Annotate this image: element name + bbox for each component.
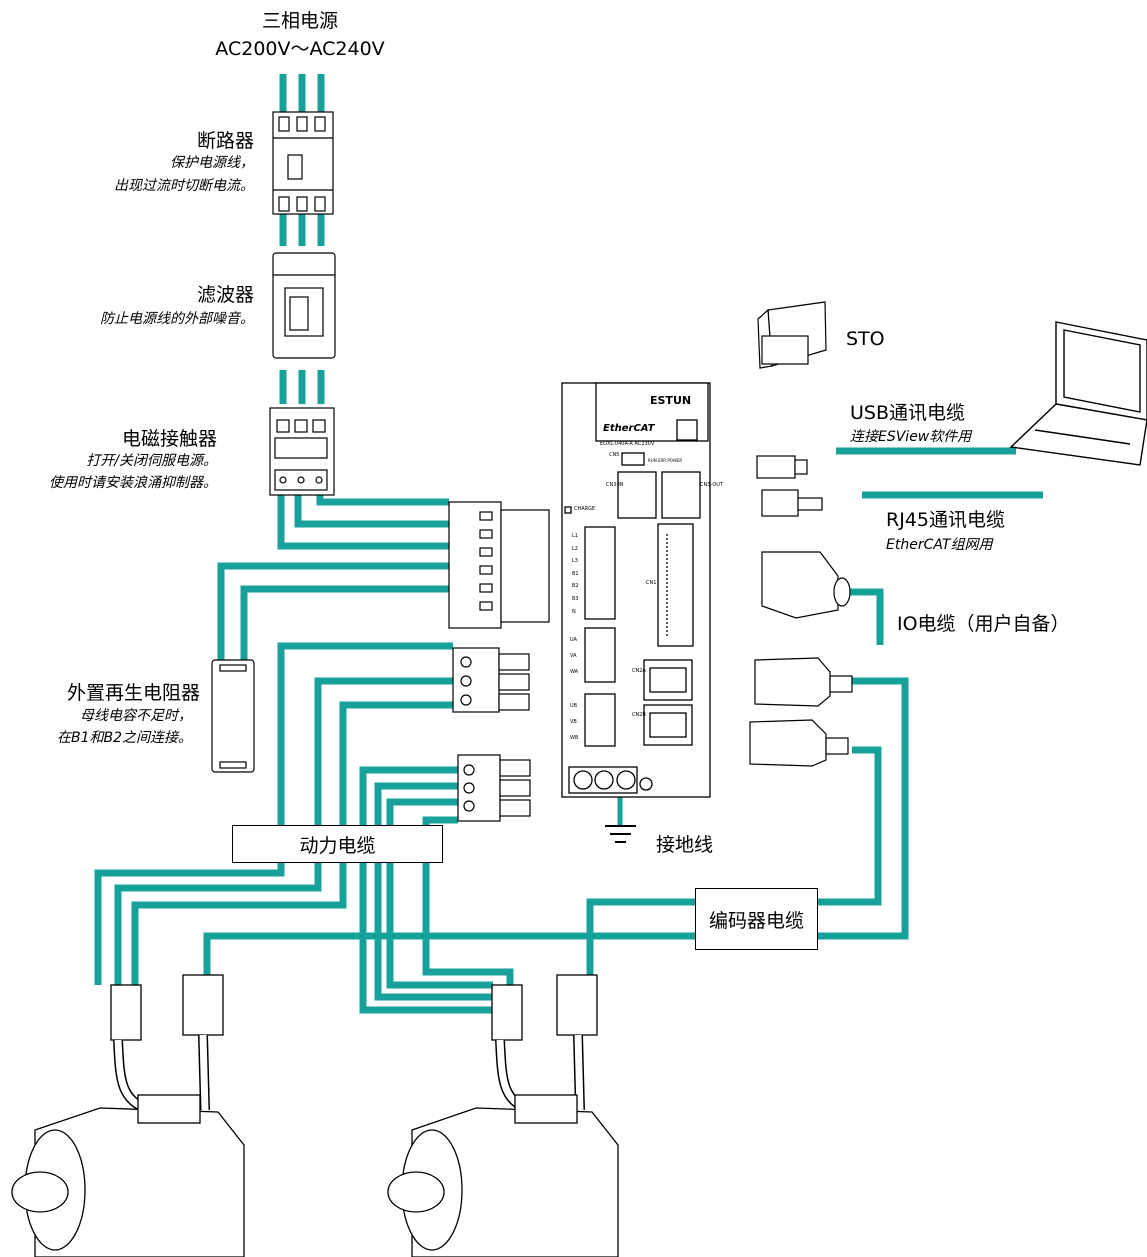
power-source-title: 三相电源: [261, 10, 338, 32]
drive-cn5-label: CN5: [609, 452, 620, 458]
resistor-desc-2: 在B1和B2之间连接。: [56, 730, 192, 746]
terminal-label: L1: [572, 533, 578, 539]
io-cable-title: IO电缆（用户自备）: [897, 613, 1070, 635]
terminal-label: B2: [572, 583, 579, 590]
regen-resistor-icon: [211, 659, 255, 773]
contactor-desc-2: 使用时请安装浪涌抑制器。: [49, 475, 217, 491]
drive-cn2b-label: CN2B: [632, 712, 646, 718]
servo-drive-icon: [561, 382, 711, 798]
encoder-cable-label: 编码器电缆: [708, 909, 804, 932]
breaker-desc-2: 出现过流时切断电流。: [114, 178, 254, 194]
io-line: [850, 588, 884, 645]
drive-charge-label: CHARGE: [574, 506, 596, 512]
contactor-output-lines: [277, 495, 449, 550]
breaker-title: 断路器: [196, 130, 254, 152]
contactor-title: 电磁接触器: [121, 428, 217, 450]
usb-desc: 连接ESView软件用: [850, 429, 972, 445]
terminal-label: WB: [570, 735, 579, 741]
terminal-label: B1: [572, 570, 579, 577]
ground-title: 接地线: [656, 834, 714, 856]
drive-mains-terminal-labels: L1 L2 L3 B1 B2 B3 N: [572, 530, 582, 618]
motor-a-terminal-plug-icon: [452, 647, 530, 713]
drive-status-leds: RUN ERR POWER: [648, 458, 683, 463]
drive-model: EDXL-040A-A AC230V: [600, 441, 655, 447]
encoder-cable-box: 编码器电缆: [695, 888, 818, 950]
rj45-plug-icon: [761, 489, 823, 517]
usb-plug-icon: [756, 455, 808, 479]
drive-brand: ESTUN: [650, 394, 692, 407]
power-feed-lines: [279, 74, 325, 404]
rj45-title: RJ45通讯电缆: [886, 509, 1005, 531]
power-cable-label: 动力电缆: [299, 834, 376, 857]
filter-desc: 防止电源线的外部噪音。: [100, 311, 254, 327]
motor-a-power-lines: [94, 642, 453, 985]
breaker-desc-1: 保护电源线，: [170, 155, 254, 171]
drive-cn1-label: CN1: [646, 580, 657, 586]
encoder-connector-b-icon: [749, 719, 849, 767]
servo-motor-b-icon: [387, 974, 619, 1257]
rj45-desc: EtherCAT组网用: [886, 537, 993, 553]
drive-cn3-out-label: CN3-OUT: [700, 482, 724, 488]
magnetic-contactor-icon: [269, 407, 335, 496]
encoder-connector-a-icon: [754, 657, 853, 707]
ground-symbol: [605, 787, 645, 843]
power-cable-box: 动力电缆: [232, 825, 443, 863]
resistor-desc-1: 母线电容不足时，: [80, 708, 192, 724]
io-connector-icon: [761, 551, 851, 619]
terminal-label: N: [572, 608, 576, 615]
contactor-desc-1: 打开/关闭伺服电源。: [86, 453, 217, 469]
servo-motor-a-icon: [11, 974, 245, 1257]
terminal-label: UB: [570, 703, 578, 709]
usb-title: USB通讯电缆: [850, 402, 966, 424]
circuit-breaker-icon: [272, 111, 334, 215]
noise-filter-icon: [272, 252, 336, 359]
teal-cables: [94, 74, 1043, 1014]
drive-uvw-a-labels: UA VA WA: [570, 632, 582, 680]
motor-b-terminal-plug-icon: [457, 754, 531, 822]
terminal-label: B3: [572, 595, 579, 602]
sto-title: STO: [846, 328, 885, 350]
terminal-label: VB: [570, 719, 577, 725]
terminal-label: VA: [570, 653, 577, 659]
drive-cn2a-label: CN2A: [632, 668, 646, 674]
motor-b-power-lines: [359, 766, 514, 1014]
power-source-spec: AC200V～AC240V: [215, 38, 385, 60]
drive-fieldbus-logo: EtherCAT: [603, 423, 655, 434]
regen-resistor-lines: [217, 562, 449, 660]
encoder-lines: [203, 677, 909, 975]
terminal-label: L2: [572, 545, 578, 552]
terminal-label: L3: [572, 558, 578, 565]
resistor-title: 外置再生电阻器: [66, 682, 200, 704]
terminal-label: WA: [570, 669, 579, 675]
drive-uvw-b-labels: UB VB WB: [570, 698, 582, 746]
mains-terminal-plug-icon: [448, 501, 550, 629]
drive-cn3-in-label: CN3-IN: [606, 482, 624, 488]
sto-connector-icon: [757, 301, 827, 369]
terminal-label: UA: [570, 637, 578, 643]
laptop-icon: [1009, 321, 1147, 466]
filter-title: 滤波器: [196, 284, 254, 306]
